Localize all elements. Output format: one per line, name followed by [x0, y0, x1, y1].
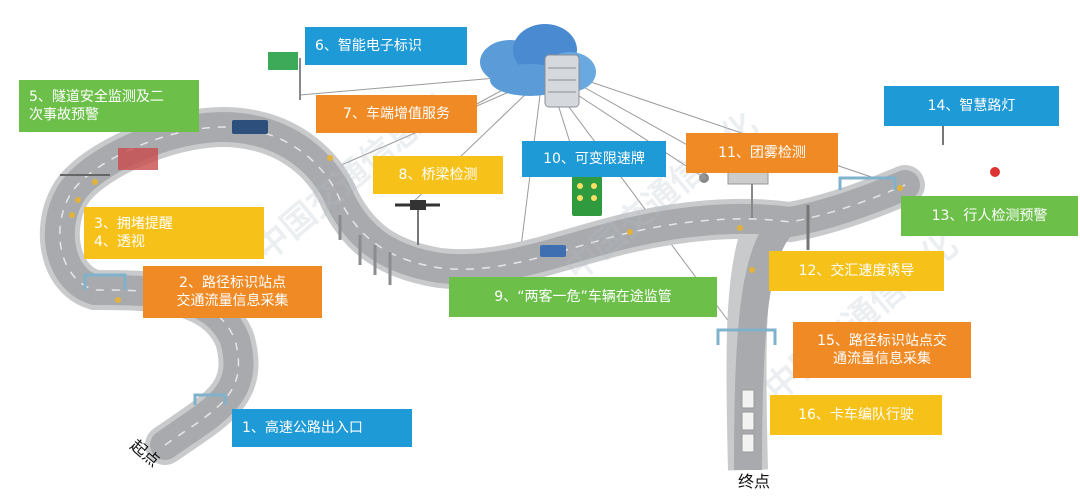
cloud-server-icon: [480, 24, 596, 108]
drone-icon: [395, 200, 440, 245]
label-12-merge-speed: 12、交汇速度诱导: [769, 251, 944, 291]
label-5-tunnel-safety: 5、隧道安全监测及二次事故预警: [19, 80, 199, 132]
street-lamp-icon: [942, 125, 1000, 177]
label-15-route-station-flow: 15、路径标识站点交通流量信息采集: [793, 322, 971, 378]
label-10-variable-speed: 10、可变限速牌: [522, 141, 666, 177]
label-6-smart-sign: 6、智能电子标识: [305, 27, 467, 65]
label-8-bridge-detection: 8、桥梁检测: [373, 156, 503, 194]
label-13-pedestrian-warning: 13、行人检测预警: [901, 196, 1078, 236]
label-9-hazmat-monitoring: 9、“两客一危”车辆在途监管: [449, 277, 717, 317]
bus-icon: [232, 120, 268, 134]
bridge-piers: [338, 215, 392, 285]
variable-speed-sign-icon: [572, 176, 602, 216]
label-7-vehicle-services: 7、车端增值服务: [316, 95, 477, 133]
tunnel-icon: [60, 148, 158, 176]
end-point-label: 终点: [738, 472, 771, 491]
label-1-highway-entrance: 1、高速公路出入口: [232, 409, 412, 447]
label-14-smart-lamp: 14、智慧路灯: [884, 86, 1059, 126]
gantry-icons: [83, 176, 897, 405]
electronic-sign-icon: [268, 52, 301, 100]
label-16-truck-platoon: 16、卡车编队行驶: [770, 395, 942, 435]
hazmat-truck-icon: [540, 245, 566, 257]
truck-platoon-icons: [741, 389, 755, 453]
vehicle-icons: [69, 155, 903, 303]
label-11-fog-detection: 11、团雾检测: [686, 133, 838, 173]
label-2-route-station-flow: 2、路径标识站点交通流量信息采集: [143, 266, 322, 318]
